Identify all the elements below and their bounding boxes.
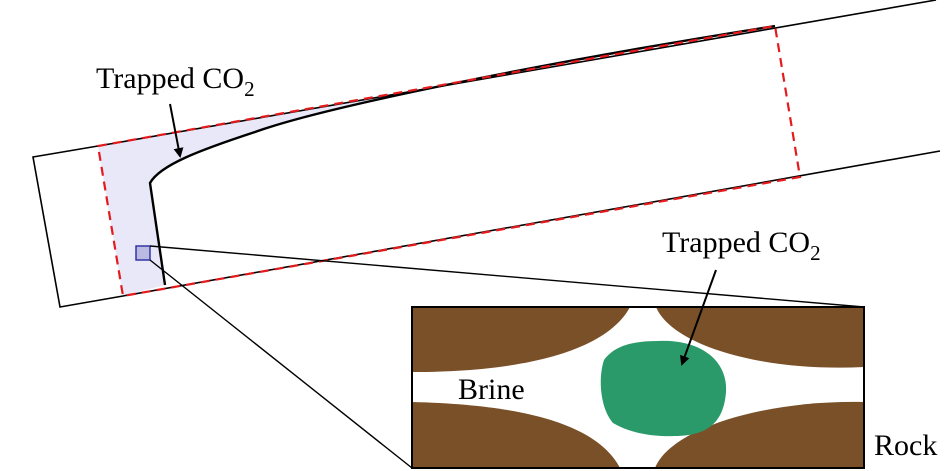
rock-grain-bottom-right (655, 401, 864, 468)
trapped-inset-arrow (680, 269, 717, 366)
rock-label: Rock (874, 429, 937, 462)
aquifer-left-end (32, 145, 124, 308)
zoom-marker-square (135, 245, 151, 261)
co2-plume-boundary (148, 24, 776, 286)
pore-scale-inset (411, 306, 865, 469)
brine-label: Brine (458, 373, 525, 406)
inset-border (411, 306, 865, 469)
rock-grain-top-left (412, 307, 630, 372)
zoom-connector-top (149, 245, 865, 308)
dashed-plume-region (96, 24, 802, 298)
zoom-connector-bottom (149, 259, 413, 469)
rock-grain-top-right (656, 307, 864, 368)
trapped-co2-inset-label: Trapped CO2 (662, 226, 821, 265)
trapped-co2-blob (600, 340, 727, 437)
trapped-top-arrow (169, 103, 184, 158)
trapped-co2-top-label: Trapped CO2 (96, 62, 255, 101)
rock-grain-bottom-left (412, 402, 620, 468)
